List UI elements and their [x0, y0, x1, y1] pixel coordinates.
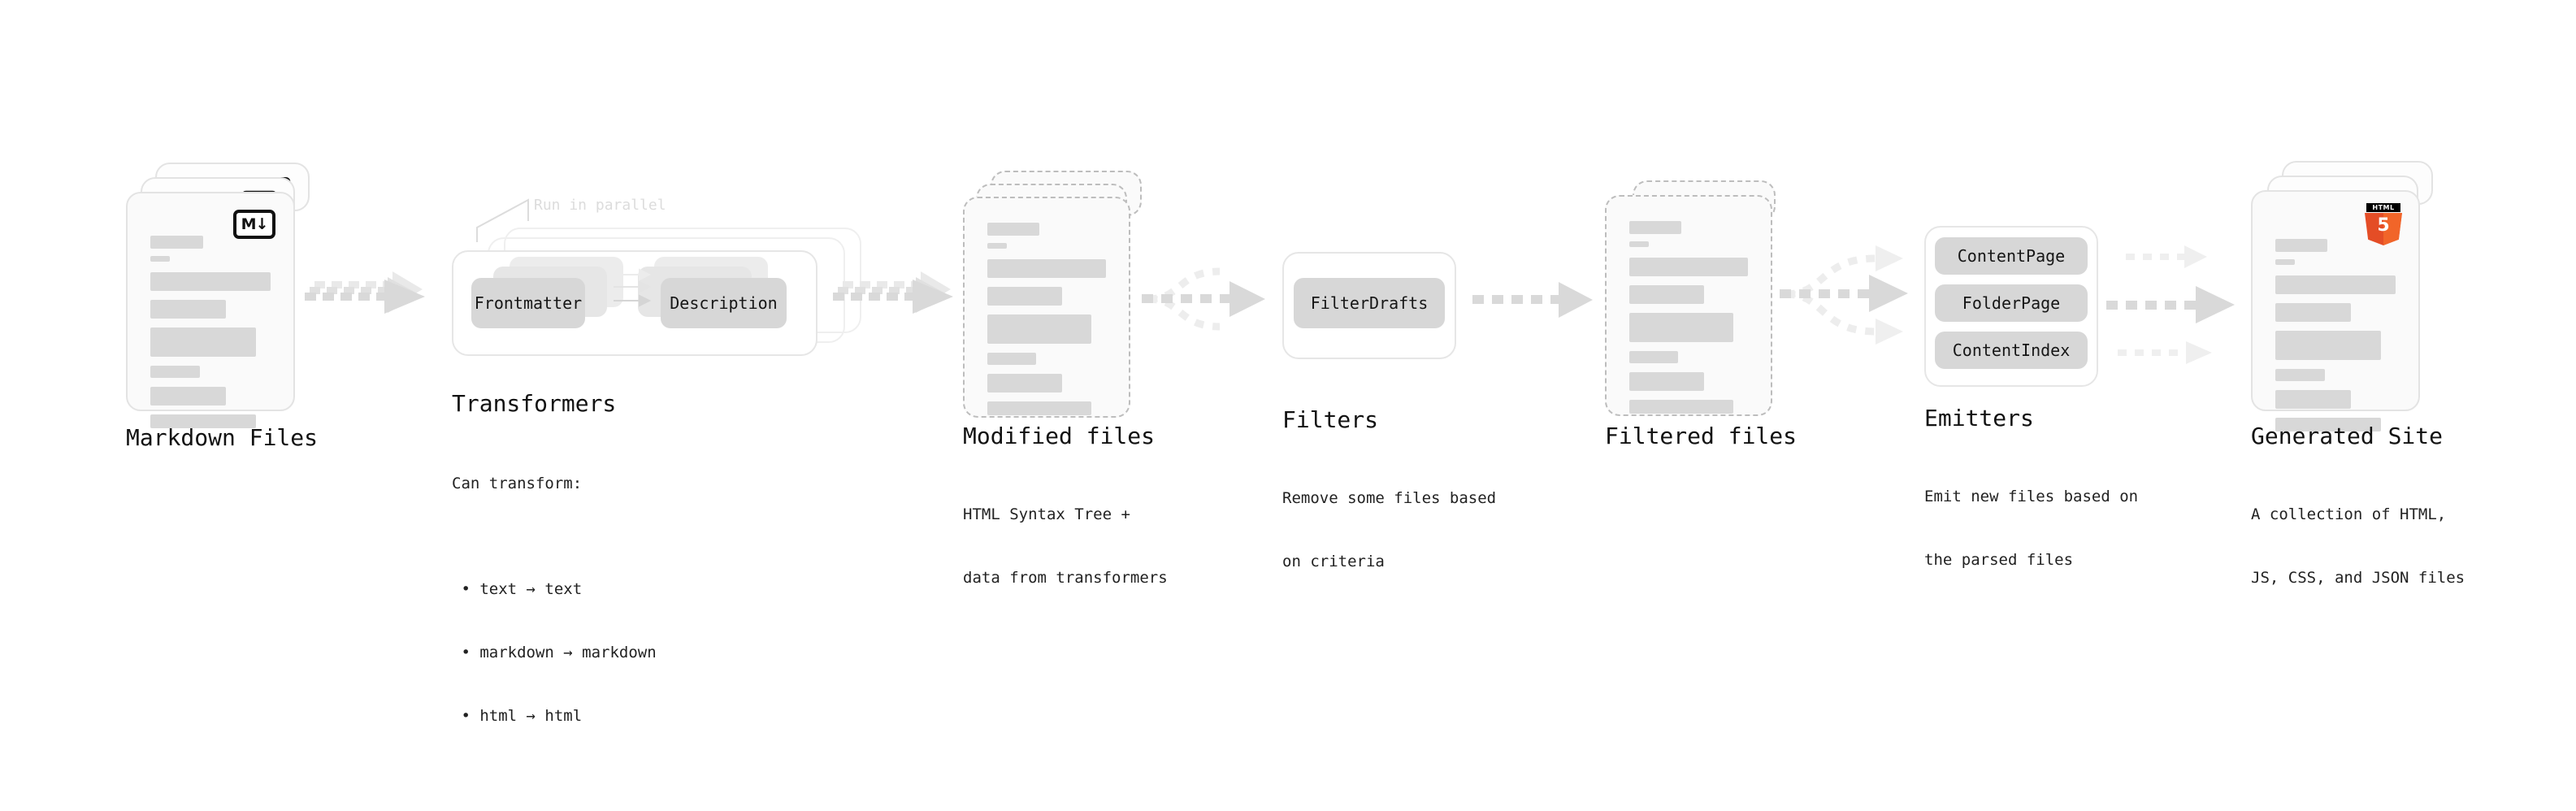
arrow-transformers-to-modified: [833, 271, 953, 314]
modified-card-front: [963, 197, 1130, 418]
filter-pill-filterdrafts[interactable]: FilterDrafts: [1294, 278, 1445, 328]
content-bar: [150, 300, 227, 319]
content-bar: [150, 272, 271, 291]
content-bar: [2275, 275, 2396, 294]
filtered-card-body: [1629, 221, 1748, 421]
content-bar: [150, 256, 170, 262]
content-bar: [987, 401, 1092, 415]
transformers-bullet-list: • text → text • markdown → markdown • ht…: [452, 536, 657, 769]
content-bar: [150, 387, 227, 406]
subtitle-line: the parsed files: [1924, 551, 2074, 569]
arrow-emitters-to-site: [2106, 245, 2235, 364]
modified-files-subtitle: HTML Syntax Tree + data from transformer…: [963, 462, 1168, 631]
transformers-inner-arrows: [614, 268, 652, 307]
html5-digit: 5: [2377, 215, 2390, 236]
content-bar: [987, 374, 1062, 392]
content-bar: [987, 287, 1062, 306]
content-bar: [2275, 390, 2352, 409]
content-bar: [2275, 259, 2295, 265]
content-bar: [1629, 351, 1678, 363]
content-bar: [2275, 303, 2352, 322]
subtitle-line: Remove some files based: [1282, 489, 1497, 507]
stage-title-modified-files: Modified files: [963, 423, 1156, 449]
arrow-filtered-to-emitters: [1780, 245, 1908, 345]
stage-title-markdown-files: Markdown Files: [126, 424, 319, 451]
markdown-badge-icon: M↓: [233, 210, 275, 239]
content-bar: [2275, 369, 2325, 381]
content-bar: [1629, 313, 1734, 342]
emitters-subtitle: Emit new files based on the parsed files: [1924, 444, 2138, 613]
content-bar: [2275, 331, 2382, 360]
run-in-parallel-bracket: [476, 198, 529, 242]
subtitle-line: A collection of HTML,: [2251, 505, 2447, 523]
transformers-subtitle-heading: Can transform:: [452, 475, 583, 492]
arrow-filters-to-filtered: [1472, 282, 1593, 318]
content-bar: [150, 327, 257, 357]
content-bar: [987, 314, 1092, 344]
arrow-modified-to-filters: [1142, 267, 1265, 331]
markdown-card-body: [150, 236, 271, 436]
content-bar: [150, 236, 203, 249]
content-bar: [2275, 418, 2382, 432]
emitter-pill-folderpage[interactable]: FolderPage: [1935, 284, 2088, 322]
stage-title-filters: Filters: [1282, 406, 1379, 433]
content-bar: [987, 259, 1106, 278]
filtered-card-front: [1605, 195, 1772, 416]
html5-badge-label: HTML: [2366, 203, 2400, 212]
content-bar: [150, 414, 257, 428]
content-bar: [1629, 241, 1649, 247]
subtitle-line: Emit new files based on: [1924, 488, 2139, 505]
generated-site-subtitle: A collection of HTML, JS, CSS, and JSON …: [2251, 462, 2465, 631]
stage-title-generated-site: Generated Site: [2251, 423, 2444, 449]
subtitle-line: data from transformers: [963, 569, 1168, 587]
content-bar: [987, 353, 1036, 365]
site-card-front-html: HTML 5: [2251, 190, 2420, 432]
content-bar: [1629, 221, 1681, 234]
list-item: • markdown → markdown: [452, 644, 657, 661]
html5-badge-icon: HTML 5: [2365, 203, 2402, 245]
site-card-body: [2275, 239, 2396, 439]
content-bar: [150, 366, 200, 378]
transformer-pill-frontmatter[interactable]: Frontmatter: [471, 278, 585, 328]
emitter-pill-contentpage[interactable]: ContentPage: [1935, 237, 2088, 275]
filters-subtitle: Remove some files based on criteria: [1282, 445, 1496, 614]
content-bar: [987, 223, 1039, 236]
subtitle-line: HTML Syntax Tree +: [963, 505, 1130, 523]
transformer-pill-description[interactable]: Description: [661, 278, 787, 328]
list-item: • html → html: [452, 707, 583, 725]
stage-title-emitters: Emitters: [1924, 405, 2034, 432]
content-bar: [1629, 372, 1704, 391]
stage-title-filtered-files: Filtered files: [1605, 423, 1798, 449]
content-bar: [2275, 239, 2327, 252]
markdown-card-front: M↓: [126, 192, 295, 428]
stage-title-transformers: Transformers: [452, 390, 617, 417]
content-bar: [987, 243, 1007, 249]
diagram-canvas: M↓ M↓ M↓ Markdown Files: [0, 0, 2576, 681]
emitter-pill-contentindex[interactable]: ContentIndex: [1935, 332, 2088, 369]
run-in-parallel-label: Run in parallel: [534, 197, 666, 214]
content-bar: [1629, 285, 1704, 304]
content-bar: [1629, 400, 1734, 414]
modified-card-body: [987, 223, 1106, 423]
subtitle-line: on criteria: [1282, 553, 1385, 570]
html5-shield: [2365, 213, 2402, 245]
content-bar: [1629, 258, 1748, 276]
transformers-subtitle: Can transform: • text → text • markdown …: [452, 431, 657, 811]
subtitle-line: JS, CSS, and JSON files: [2251, 569, 2465, 587]
arrow-markdown-to-transformers: [305, 271, 425, 314]
list-item: • text → text: [452, 580, 583, 598]
